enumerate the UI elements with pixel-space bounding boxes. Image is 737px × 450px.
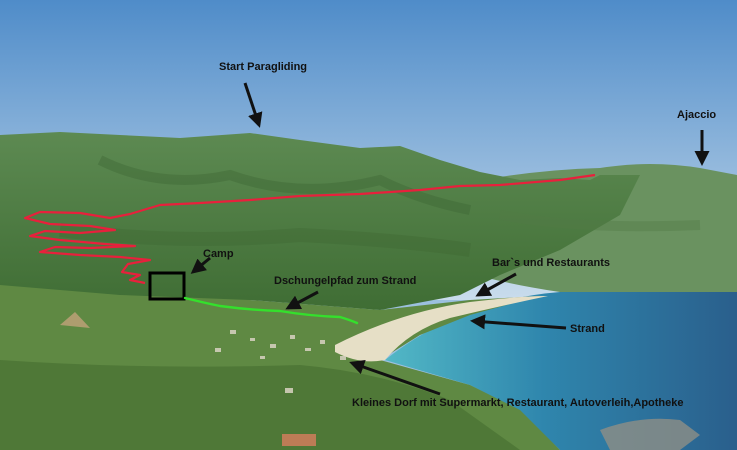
arrow-bars	[475, 272, 517, 297]
beach	[335, 296, 548, 362]
main-mountain	[0, 132, 640, 310]
label-start-paragliding: Start Paragliding	[219, 61, 308, 73]
label-village: Kleines Dorf mit Supermarkt, Restaurant,…	[352, 397, 684, 409]
label-camp: Camp	[203, 248, 234, 260]
camp-marker	[148, 271, 186, 301]
arrow-beach	[470, 314, 567, 330]
rocky-coast	[600, 418, 700, 450]
arrow-village	[349, 359, 441, 396]
label-beach: Strand	[570, 323, 605, 335]
village-buildings	[215, 330, 346, 393]
arrow-jungle-path	[285, 290, 319, 310]
jungle-path	[183, 296, 359, 325]
label-bars-restaurants: Bar`s und Restaurants	[492, 257, 610, 269]
label-jungle-path: Dschungelpfad zum Strand	[274, 275, 417, 287]
arrow-start-paragliding	[243, 82, 263, 128]
label-ajaccio: Ajaccio	[677, 109, 717, 121]
flight-path	[23, 173, 596, 285]
arrow-camp	[190, 256, 211, 274]
red-roof-house	[282, 434, 316, 446]
